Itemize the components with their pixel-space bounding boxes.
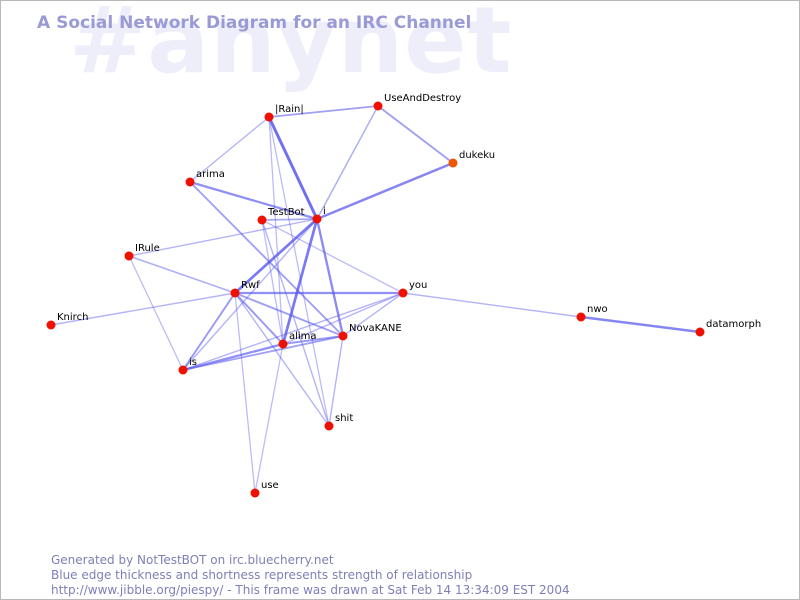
footer-source-link[interactable]: http://www.jibble.org/piespy/ - This fra… xyxy=(51,583,570,597)
node-you[interactable]: you xyxy=(398,280,428,298)
node-testbot[interactable]: TestBot xyxy=(257,207,305,225)
node-label: Knirch xyxy=(57,312,88,323)
edge-arima-novakane xyxy=(189,181,344,337)
node-knirch[interactable]: Knirch xyxy=(46,312,89,330)
edge-i-alima xyxy=(281,217,319,346)
edge-rain-i xyxy=(267,115,319,221)
edge-rain-shit xyxy=(268,116,330,427)
edge-rwf-alima xyxy=(234,292,284,345)
node-label: use xyxy=(261,480,279,491)
node-shit[interactable]: shit xyxy=(324,413,354,431)
node-use[interactable]: use xyxy=(250,480,279,498)
node-label: arima xyxy=(196,169,225,180)
edge-testbot-alima xyxy=(261,219,284,345)
footer-generated-by: Generated by NotTestBOT on irc.bluecherr… xyxy=(51,553,334,567)
edge-i-is xyxy=(182,218,318,371)
channel-watermark: #anynet xyxy=(69,0,513,94)
node-dot[interactable] xyxy=(124,251,134,261)
edge-irule-is xyxy=(128,255,184,371)
node-arima[interactable]: arima xyxy=(185,169,225,187)
node-dot[interactable] xyxy=(278,339,288,349)
node-label: |Rain| xyxy=(275,104,304,115)
edge-rwf-use xyxy=(234,292,256,494)
edge-rwf-novakane xyxy=(234,292,344,337)
node-label: dukeku xyxy=(459,150,495,161)
node-datamorph[interactable]: datamorph xyxy=(695,319,762,337)
edge-novakane-is xyxy=(182,335,344,371)
node-label: alima xyxy=(289,331,317,342)
edge-alima-use xyxy=(254,343,284,494)
edge-i-irule xyxy=(128,218,318,257)
node-label: you xyxy=(409,280,427,291)
node-dot[interactable] xyxy=(257,215,267,225)
node-is[interactable]: is xyxy=(178,357,198,375)
footer-legend: Blue edge thickness and shortness repres… xyxy=(51,568,473,582)
node-dot[interactable] xyxy=(46,320,56,330)
edge-i-novakane xyxy=(315,217,345,338)
node-i[interactable]: i xyxy=(312,206,326,224)
node-label: is xyxy=(189,357,197,368)
edge-rain-arima xyxy=(189,116,270,183)
diagram-title: A Social Network Diagram for an IRC Chan… xyxy=(37,13,472,33)
node-irule[interactable]: IRule xyxy=(124,243,160,261)
edge-rwf-knirch xyxy=(50,292,236,326)
edge-rwf-shit xyxy=(234,292,330,427)
node-useanddestroy[interactable]: UseAndDestroy xyxy=(373,93,462,111)
node-label: TestBot xyxy=(267,207,305,218)
edge-novakane-you xyxy=(342,292,404,337)
edge-useanddestroy-dukeku xyxy=(377,105,454,164)
edge-you-alima xyxy=(282,292,404,345)
edge-you-is xyxy=(182,292,404,371)
node-label: NovaKANE xyxy=(349,323,402,334)
edge-layer xyxy=(50,105,702,494)
node-dot[interactable] xyxy=(230,288,240,298)
edge-you-nwo xyxy=(402,292,582,318)
edge-rain-useanddestroy xyxy=(268,105,379,118)
node-dot[interactable] xyxy=(185,177,195,187)
node-alima[interactable]: alima xyxy=(278,331,317,349)
edge-testbot-shit xyxy=(261,219,330,427)
diagram-footer: Generated by NotTestBOT on irc.bluecherr… xyxy=(51,553,570,598)
node-label: nwo xyxy=(587,304,608,315)
node-label: Rwf xyxy=(241,280,260,291)
node-label: i xyxy=(323,206,326,217)
node-rain[interactable]: |Rain| xyxy=(264,104,304,122)
edge-arima-i xyxy=(188,180,319,221)
node-novakane[interactable]: NovaKANE xyxy=(338,323,402,341)
edge-rain-alima xyxy=(268,116,284,345)
edge-nwo-datamorph xyxy=(579,315,702,334)
edge-useanddestroy-i xyxy=(316,105,379,220)
edge-rwf-is xyxy=(182,292,236,371)
node-dukeku[interactable]: dukeku xyxy=(448,150,496,168)
node-dot[interactable] xyxy=(576,312,586,322)
edge-testbot-i xyxy=(261,218,318,221)
node-dot[interactable] xyxy=(695,327,705,337)
node-dot[interactable] xyxy=(448,158,458,168)
node-dot[interactable] xyxy=(324,421,334,431)
node-dot[interactable] xyxy=(312,214,322,224)
node-dot[interactable] xyxy=(264,112,274,122)
node-label: shit xyxy=(335,413,353,424)
node-dot[interactable] xyxy=(338,331,348,341)
edge-i-rwf xyxy=(233,217,319,295)
node-dot[interactable] xyxy=(373,101,383,111)
node-label: UseAndDestroy xyxy=(384,93,461,104)
node-dot[interactable] xyxy=(398,288,408,298)
edge-irule-rwf xyxy=(128,255,236,294)
node-rwf[interactable]: Rwf xyxy=(230,280,261,298)
node-label: IRule xyxy=(135,243,160,254)
edge-testbot-you xyxy=(261,219,404,294)
node-label: datamorph xyxy=(706,319,761,330)
node-dot[interactable] xyxy=(250,488,260,498)
node-nwo[interactable]: nwo xyxy=(576,304,608,322)
node-dot[interactable] xyxy=(178,365,188,375)
edge-dukeku-i xyxy=(315,161,455,221)
edge-novakane-shit xyxy=(328,335,344,427)
